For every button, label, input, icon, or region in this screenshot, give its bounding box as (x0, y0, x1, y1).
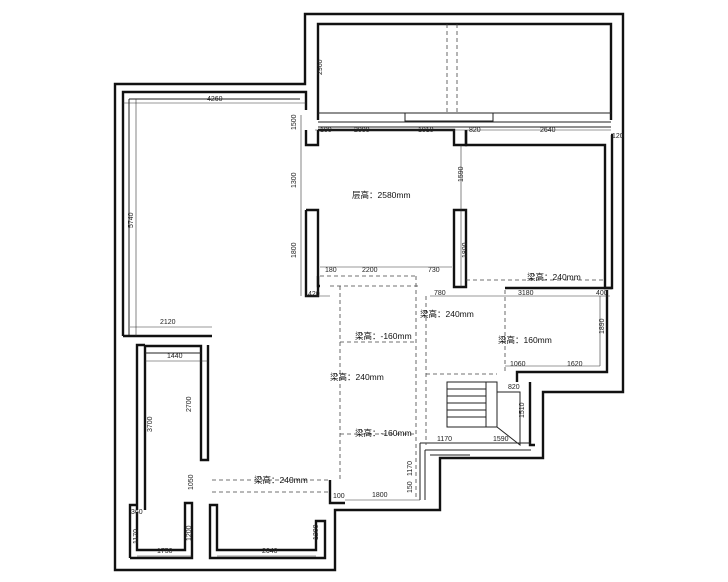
dimension-label: 2640 (540, 127, 556, 134)
top-window (404, 112, 494, 122)
dimension-label: 1890 (599, 318, 606, 334)
beam-label: 梁高：240mm (420, 309, 474, 319)
dimension-label: 2000 (354, 127, 370, 134)
dimension-label: 1200 (313, 524, 320, 540)
stair-landing (420, 442, 531, 456)
beam-label: 梁高：240mm (330, 372, 384, 382)
dimension-label: 180 (325, 267, 337, 274)
dimension-label: 100 (333, 493, 345, 500)
central-room-wall (304, 208, 320, 298)
dimension-label: 100 (320, 127, 332, 134)
dimension-label: 2120 (160, 319, 176, 326)
dimension-label: 400 (596, 290, 608, 297)
dimension-label: 1510 (519, 402, 526, 418)
dimension-label: 360 (131, 509, 143, 516)
dimension-label: 1800 (462, 242, 469, 258)
dimension-label: 1170 (437, 436, 452, 443)
ceiling-height-label: 层高：2580mm (352, 190, 411, 200)
beam-label: 梁高：-160mm (355, 428, 412, 438)
dimension-label: 1590 (493, 436, 509, 443)
dimension-label: 120 (612, 133, 624, 140)
dimension-label: 820 (508, 384, 520, 391)
dimension-label: 1170 (133, 529, 140, 544)
dimension-label: 1440 (167, 353, 183, 360)
dimension-label: 2700 (186, 396, 193, 412)
bottom-room-wall (208, 503, 327, 560)
beam-label: 梁高：240mm (254, 475, 308, 485)
dimension-label: 2960 (317, 59, 324, 75)
dimension-label: 1300 (291, 172, 298, 188)
dimension-label: 1010 (418, 127, 434, 134)
dimension-label: 1500 (291, 114, 298, 130)
dimension-label: 1170 (407, 461, 414, 476)
beam-label: 梁高：240mm (527, 272, 581, 282)
dimension-label: 1800 (372, 492, 388, 499)
central-room-wall (316, 276, 320, 288)
outer-boundary (113, 12, 625, 572)
dimension-label: 4260 (207, 96, 223, 103)
central-room-wall (452, 208, 468, 289)
bottom-room-wall (128, 501, 194, 560)
beam-label: 梁高：-160mm (355, 331, 412, 341)
dimension-label: 5740 (128, 212, 135, 228)
dimension-label: 2640 (262, 548, 278, 555)
dimension-label: 730 (428, 267, 440, 274)
dimension-label: 3180 (518, 290, 534, 297)
dimension-label: 150 (407, 481, 414, 493)
dimension-label: 820 (469, 127, 481, 134)
central-room-wall (304, 130, 320, 147)
stair-turn (496, 391, 521, 447)
left-room-wall (121, 90, 308, 336)
corridor-room-wall (135, 343, 210, 510)
dimension-label: 1050 (188, 474, 195, 490)
right-room-lower (515, 290, 609, 382)
dimension-label: 1800 (291, 242, 298, 258)
dimension-label: 420 (308, 291, 320, 298)
dimension-label: 1060 (510, 361, 526, 368)
dimension-label: 2200 (362, 267, 378, 274)
bottom-room-wall (328, 480, 345, 505)
dimension-label: 1590 (458, 166, 465, 182)
dimension-label: 780 (434, 290, 446, 297)
central-room-wall (318, 128, 468, 147)
right-room-wall (464, 130, 614, 290)
beam-label: 梁高：160mm (498, 335, 552, 345)
dimension-label: 1200 (186, 525, 193, 541)
dimension-label: 1750 (157, 548, 173, 555)
dimension-label: 1620 (567, 361, 583, 368)
top-room-wall (316, 22, 613, 120)
stair-wall (528, 382, 535, 447)
dimension-label: 3700 (147, 416, 154, 432)
